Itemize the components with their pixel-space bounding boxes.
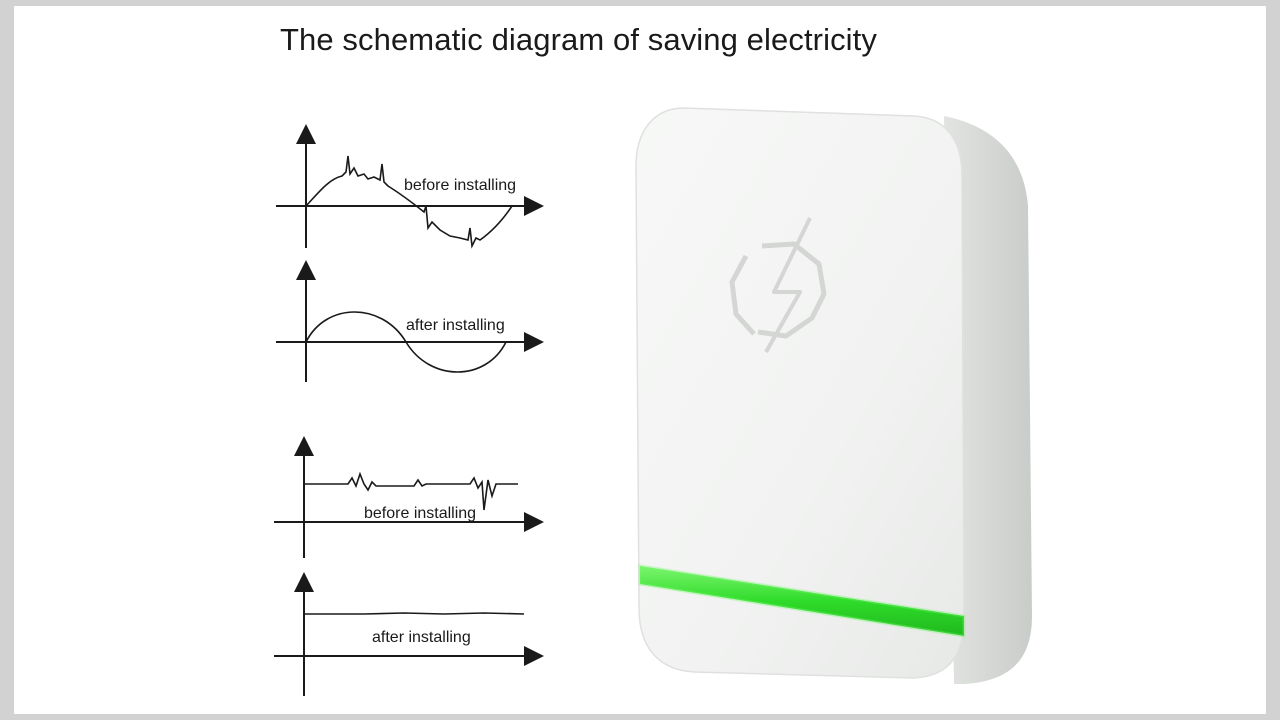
dc-line-before-panel: before installing bbox=[264, 436, 554, 562]
device-side bbox=[944, 116, 1032, 684]
dc-line-after-panel: after installing bbox=[264, 572, 554, 698]
clean-sine-wave bbox=[305, 311, 507, 373]
distorted-sine-wave bbox=[305, 155, 513, 249]
image-frame: The schematic diagram of saving electric… bbox=[14, 6, 1266, 714]
clean-dc-line bbox=[304, 612, 525, 615]
device-front bbox=[635, 107, 965, 679]
dc-line-before-chart: before installing bbox=[274, 436, 544, 558]
dc-line-after-chart: after installing bbox=[274, 572, 544, 696]
sine-after-label: after installing bbox=[406, 317, 505, 334]
power-saver-device bbox=[614, 96, 1034, 696]
indicator-glow bbox=[638, 564, 966, 638]
device-illustration bbox=[635, 107, 1032, 684]
lightning-octagon-icon bbox=[729, 217, 827, 353]
sine-wave-after-chart: after installing bbox=[276, 260, 544, 382]
sine-before-label: before installing bbox=[404, 177, 516, 194]
green-indicator-light bbox=[640, 566, 964, 636]
diagram-title: The schematic diagram of saving electric… bbox=[280, 22, 877, 57]
dc-before-label: before installing bbox=[364, 505, 476, 522]
noisy-dc-line bbox=[304, 471, 518, 511]
sine-wave-before-chart: before installing bbox=[276, 124, 544, 249]
dc-after-label: after installing bbox=[372, 629, 471, 646]
sine-wave-after-panel: after installing bbox=[264, 260, 554, 392]
sine-wave-before-panel: before installing bbox=[264, 124, 554, 254]
